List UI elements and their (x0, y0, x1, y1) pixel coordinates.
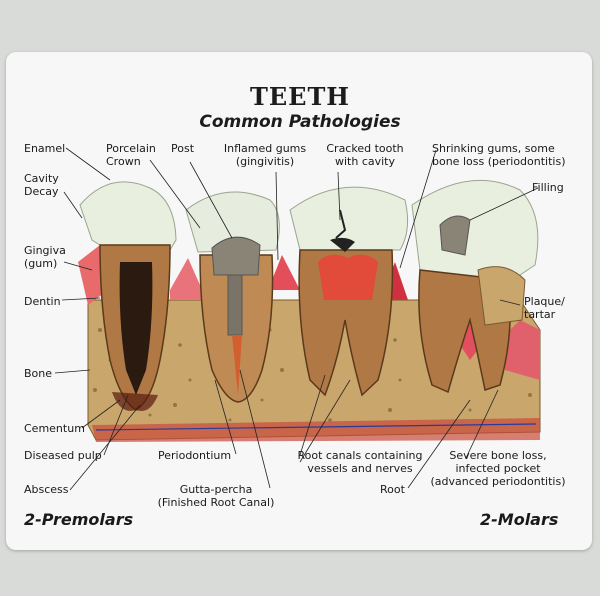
label-diseased-pulp: Diseased pulp (24, 449, 102, 462)
molar-2 (411, 179, 539, 394)
label-cavity-decay: Cavity Decay (24, 172, 59, 198)
label-inflamed-gums: Inflamed gums (gingivitis) (223, 142, 307, 168)
label-plaque-tartar: Plaque/ tartar (524, 295, 565, 321)
footer-molars: 2-Molars (480, 510, 559, 529)
label-root-canals: Root canals containing vessels and nerve… (297, 449, 423, 475)
label-root: Root (380, 483, 405, 496)
label-cementum: Cementum (24, 422, 85, 435)
label-gingiva: Gingiva (gum) (24, 244, 66, 270)
label-enamel: Enamel (24, 142, 66, 155)
diagram-title: TEETH (250, 82, 350, 111)
label-severe-bone-loss: Severe bone loss, infected pocket (advan… (430, 449, 566, 488)
label-porcelain-crown: Porcelain Crown (106, 142, 156, 168)
molar-1 (289, 186, 409, 397)
diagram-subtitle: Common Pathologies (199, 112, 401, 132)
label-dentin: Dentin (24, 295, 61, 308)
label-periodontium: Periodontium (158, 449, 232, 462)
premolar-1 (79, 181, 177, 411)
footer-premolars: 2-Premolars (24, 510, 134, 529)
label-filling: Filling (532, 181, 564, 194)
label-abscess: Abscess (24, 483, 69, 496)
label-bone: Bone (24, 367, 53, 380)
premolar-2 (185, 191, 280, 403)
label-post: Post (171, 142, 195, 155)
leader-lines (54, 147, 539, 491)
label-shrinking-gums: Shrinking gums, some bone loss (periodon… (432, 142, 566, 168)
gum-tissue (78, 245, 540, 380)
label-gutta-percha: Gutta-percha (Finished Root Canal) (157, 483, 275, 509)
label-cracked-tooth: Cracked tooth with cavity (326, 142, 404, 168)
